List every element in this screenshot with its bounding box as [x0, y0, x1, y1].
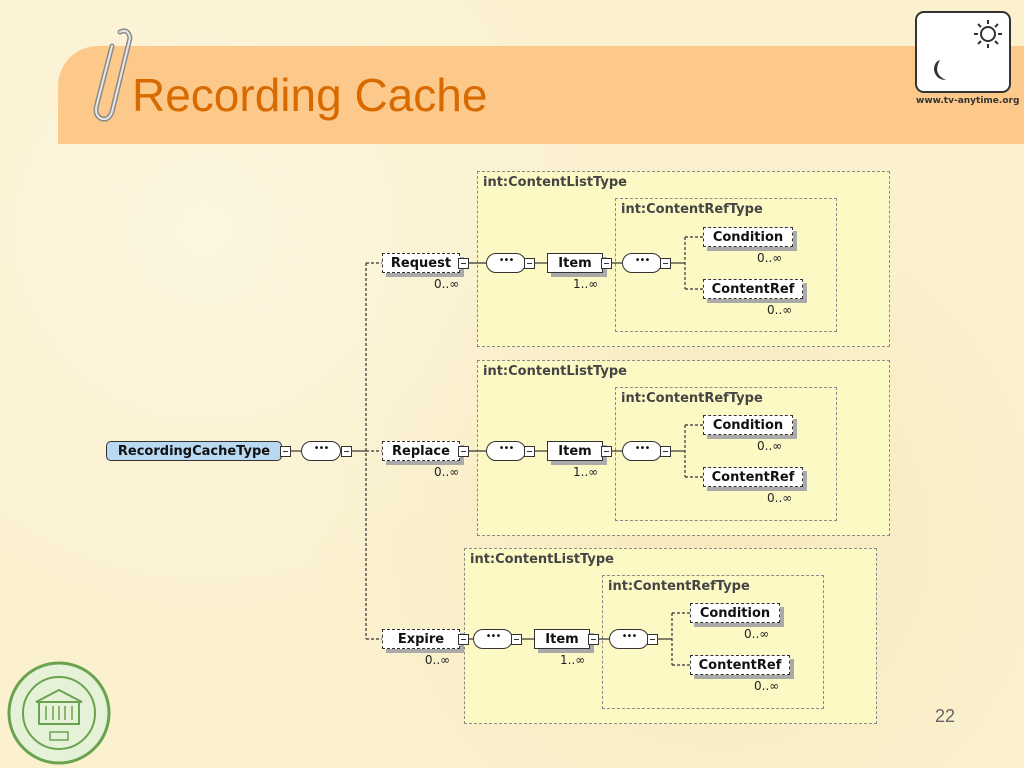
panel-type-label: int:ContentListType — [483, 175, 627, 190]
collapse-toggle-icon[interactable] — [280, 446, 291, 457]
inner-panel-type-label: int:ContentRefType — [621, 202, 763, 217]
child-cardinality: 0..∞ — [757, 251, 783, 265]
item-node[interactable]: Item — [547, 253, 603, 273]
child-cardinality: 0..∞ — [744, 627, 770, 641]
element-cardinality: 0..∞ — [434, 465, 460, 479]
collapse-toggle-icon[interactable] — [458, 634, 469, 645]
content-list-type-panel — [477, 360, 890, 536]
child-node-contentref[interactable]: ContentRef — [690, 655, 790, 675]
sequence-compositor-icon — [473, 629, 513, 649]
content-ref-type-panel — [615, 198, 837, 332]
collapse-toggle-icon[interactable] — [524, 258, 535, 269]
inner-panel-type-label: int:ContentRefType — [608, 579, 750, 594]
panel-type-label: int:ContentListType — [483, 364, 627, 379]
page-number: 22 — [935, 706, 956, 726]
element-cardinality: 0..∞ — [424, 653, 451, 667]
element-node-replace[interactable]: Replace — [382, 441, 460, 461]
panel-type-label: int:ContentListType — [470, 552, 614, 567]
child-cardinality: 0..∞ — [757, 439, 783, 453]
inner-panel-type-label: int:ContentRefType — [621, 391, 763, 406]
child-cardinality: 0..∞ — [754, 679, 780, 693]
content-list-type-panel — [464, 548, 877, 724]
item-cardinality: 1..∞ — [560, 653, 586, 667]
child-node-condition[interactable]: Condition — [703, 415, 793, 435]
child-node-condition[interactable]: Condition — [703, 227, 793, 247]
logo-url: www.tv-anytime.org — [916, 96, 1020, 106]
collapse-toggle-icon[interactable] — [660, 446, 671, 457]
element-node-request[interactable]: Request — [382, 253, 460, 273]
item-node[interactable]: Item — [547, 441, 603, 461]
content-ref-type-panel — [615, 387, 837, 521]
collapse-toggle-icon[interactable] — [458, 258, 469, 269]
collapse-toggle-icon[interactable] — [660, 258, 671, 269]
slide-title: Recording Cache — [132, 69, 488, 121]
collapse-toggle-icon[interactable] — [647, 634, 658, 645]
element-cardinality: 0..∞ — [434, 277, 460, 291]
collapse-toggle-icon[interactable] — [524, 446, 535, 457]
child-node-contentref[interactable]: ContentRef — [703, 279, 803, 299]
sequence-compositor-icon — [609, 629, 649, 649]
content-list-type-panel — [477, 171, 890, 347]
collapse-toggle-icon[interactable] — [588, 634, 599, 645]
collapse-toggle-icon[interactable] — [601, 258, 612, 269]
child-node-condition[interactable]: Condition — [690, 603, 780, 623]
tv-anytime-logo: www.tv-anytime.org — [912, 8, 1020, 118]
child-node-contentref[interactable]: ContentRef — [703, 467, 803, 487]
sequence-compositor-icon — [301, 441, 341, 461]
university-seal-icon — [7, 661, 111, 765]
item-cardinality: 1..∞ — [573, 465, 599, 479]
child-cardinality: 0..∞ — [767, 491, 793, 505]
paperclip-icon — [93, 28, 133, 122]
collapse-toggle-icon[interactable] — [458, 446, 469, 457]
content-ref-type-panel — [602, 575, 824, 709]
tv-screen-icon — [915, 11, 1011, 93]
item-node[interactable]: Item — [534, 629, 590, 649]
root-element-node[interactable]: RecordingCacheType — [106, 441, 282, 461]
item-cardinality: 1..∞ — [573, 277, 599, 291]
title-bar — [58, 46, 1024, 144]
child-cardinality: 0..∞ — [767, 303, 793, 317]
collapse-toggle-icon[interactable] — [601, 446, 612, 457]
collapse-toggle-icon[interactable] — [511, 634, 522, 645]
collapse-toggle-icon[interactable] — [341, 446, 352, 457]
sequence-compositor-icon — [622, 441, 662, 461]
